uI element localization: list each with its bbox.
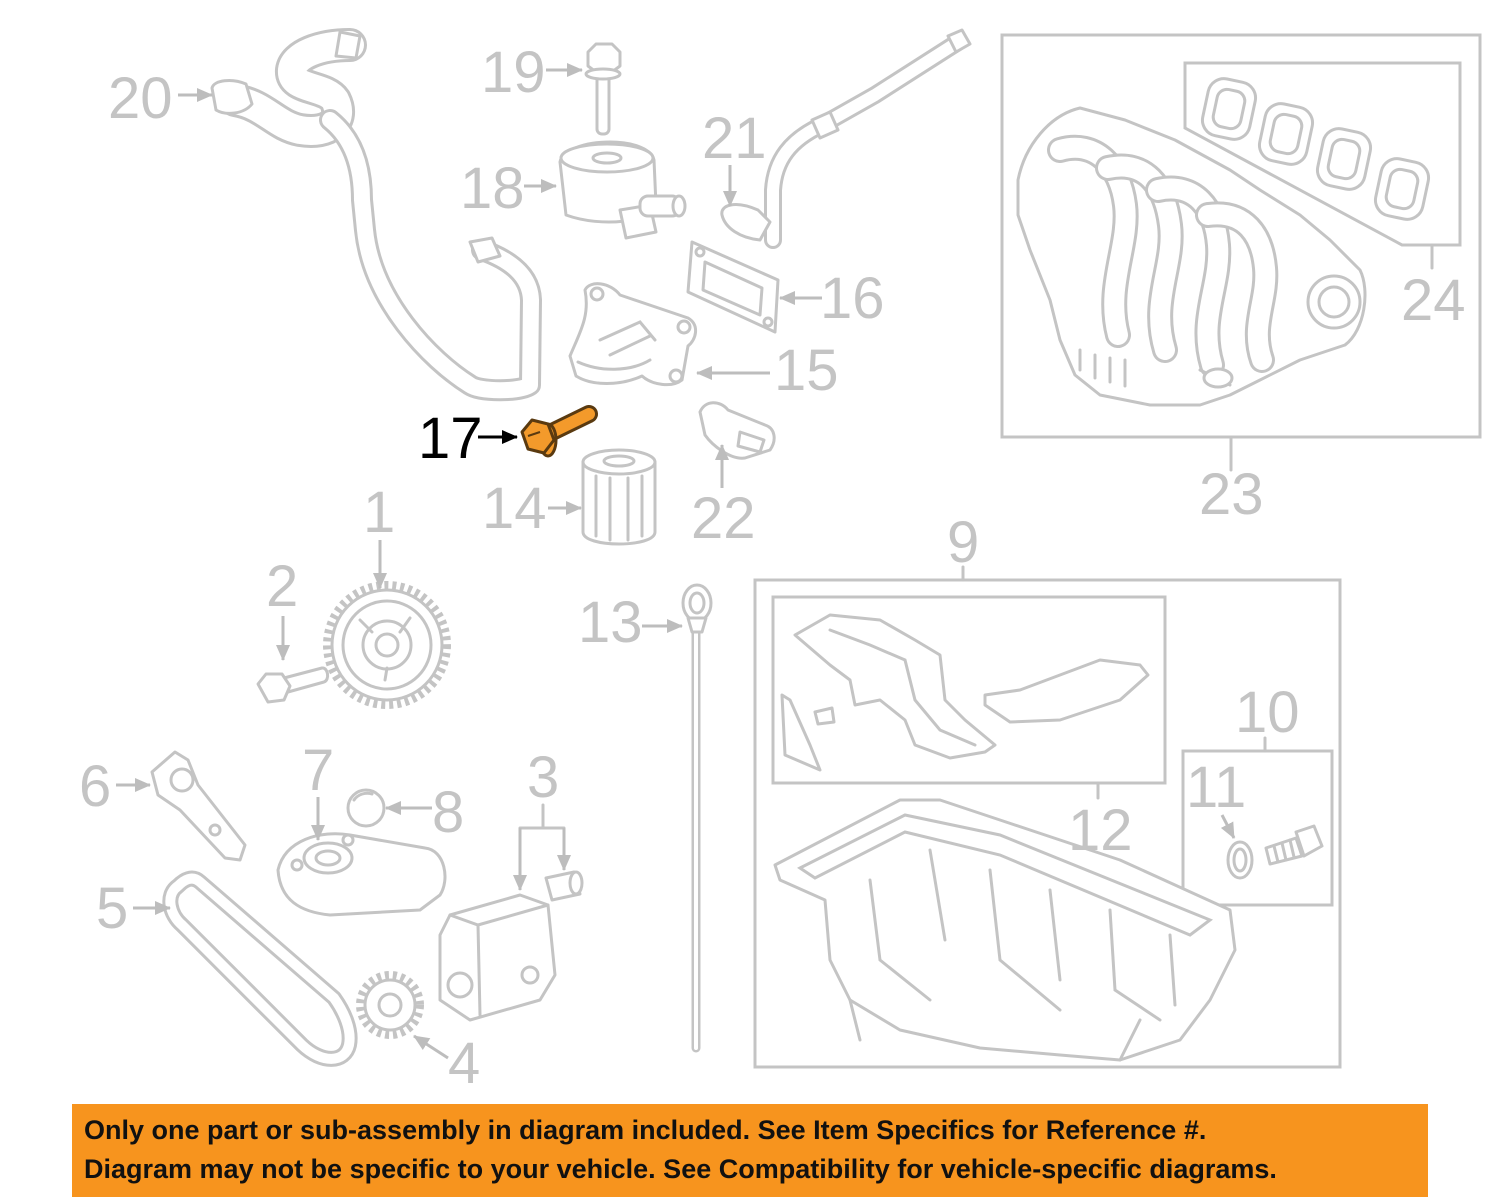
part-12-baffle	[780, 613, 1150, 772]
group-box-9	[753, 578, 1342, 1069]
part-13-dipstick	[681, 583, 713, 1053]
part-8-plug	[346, 788, 386, 828]
callout-13: 13	[578, 590, 643, 655]
callout-15: 15	[774, 338, 839, 403]
leader-3-bracket	[518, 803, 566, 830]
part-18-oil-cooler	[558, 140, 687, 240]
callout-7: 7	[302, 738, 334, 803]
part-20-hose	[210, 28, 542, 402]
disclaimer-banner: Only one part or sub-assembly in diagram…	[72, 1104, 1428, 1197]
callout-8: 8	[432, 780, 464, 845]
part-21-tube	[720, 28, 972, 249]
callout-23: 23	[1199, 462, 1264, 527]
callout-10: 10	[1235, 680, 1300, 745]
callout-2: 2	[266, 554, 298, 619]
part-16-gasket	[686, 240, 780, 334]
part-22-sensor	[698, 401, 776, 460]
callout-20: 20	[108, 66, 173, 131]
part-2-bolt	[256, 666, 330, 704]
part-10-drain-plug	[1264, 824, 1324, 866]
callout-1: 1	[363, 480, 395, 545]
part-17-bolt	[520, 405, 598, 458]
group-box-10	[1181, 749, 1334, 907]
part-6-tensioner	[150, 750, 247, 862]
callout-5: 5	[96, 876, 128, 941]
part-14-oil-filter	[581, 448, 657, 546]
part-15-filter-housing	[568, 282, 697, 387]
callout-6: 6	[79, 754, 111, 819]
callout-22: 22	[691, 486, 756, 551]
callout-11: 11	[1186, 755, 1246, 820]
callout-18: 18	[460, 156, 525, 221]
group-box-12	[771, 595, 1167, 785]
arrow-4	[413, 1034, 449, 1060]
part-23-intake-manifold	[1016, 106, 1367, 407]
part-9-oil-pan	[773, 798, 1237, 1062]
arrow-11	[1220, 814, 1236, 839]
part-7-cover	[276, 832, 447, 917]
callout-4: 4	[448, 1031, 480, 1096]
part-1-pulley	[323, 581, 451, 709]
part-24-gaskets	[1200, 77, 1431, 221]
callout-14: 14	[482, 476, 547, 541]
callout-17-highlighted: 17	[418, 406, 483, 471]
disclaimer-line-1: Only one part or sub-assembly in diagram…	[84, 1115, 1207, 1145]
callout-21: 21	[702, 106, 767, 171]
part-11-washer	[1226, 840, 1254, 880]
disclaimer-line-2: Diagram may not be specific to your vehi…	[84, 1154, 1277, 1184]
part-19-bolt	[584, 42, 622, 136]
callout-24: 24	[1401, 268, 1466, 333]
part-5-belt	[162, 870, 358, 1067]
part-4-sprocket	[356, 971, 424, 1039]
callout-19: 19	[481, 40, 546, 105]
callout-9: 9	[947, 510, 979, 575]
callout-12: 12	[1068, 798, 1133, 863]
part-3-oil-pump	[438, 870, 584, 1022]
callout-3: 3	[527, 745, 559, 810]
group-box-23	[1000, 33, 1482, 439]
callout-16: 16	[820, 266, 885, 331]
